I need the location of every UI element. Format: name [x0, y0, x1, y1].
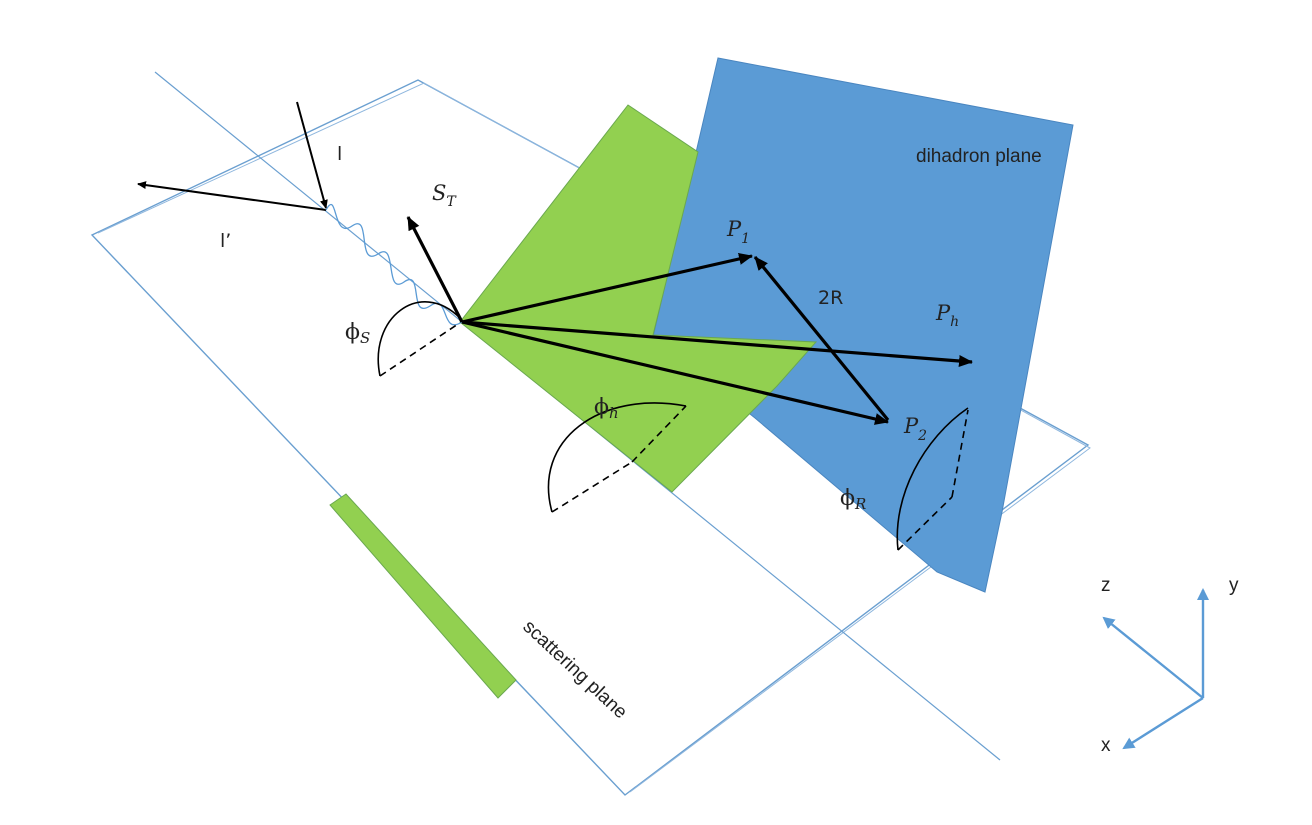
r-vector-arrow: [753, 255, 890, 422]
z-axis-arrow: [1102, 616, 1204, 699]
coordinate-axes: z y x: [1101, 575, 1239, 756]
incoming-lepton-label: l: [337, 143, 342, 165]
y-axis-label: y: [1229, 575, 1239, 596]
phi-h-label: ϕh: [594, 395, 619, 422]
outgoing-lepton-label: l’: [220, 230, 231, 252]
outgoing-lepton-arrow: [137, 181, 327, 211]
green-plane: [459, 104, 818, 493]
x-axis-label: x: [1101, 735, 1111, 756]
z-axis-label: z: [1101, 575, 1111, 596]
two-r-label: 2R: [818, 287, 843, 309]
phi-r-angle: [896, 407, 969, 551]
phi-r-label: ϕR: [840, 486, 866, 513]
spin-vector-arrow: [406, 216, 464, 323]
dihadron-plane-label: dihadron plane: [916, 146, 1042, 167]
ph-label: Ph: [935, 301, 959, 330]
ph-vector-arrow: [461, 320, 973, 367]
incoming-lepton-arrow: [296, 101, 328, 209]
p1-label: P1: [726, 217, 750, 247]
p1-vector-arrow: [461, 253, 753, 324]
p2-vector-arrow: [461, 320, 889, 425]
phi-h-angle: [547, 402, 687, 513]
p2-label: P2: [903, 414, 927, 444]
spin-label: ST: [432, 181, 457, 210]
virtual-photon: [325, 203, 463, 326]
phi-s-angle: [377, 301, 461, 377]
x-axis-arrow: [1122, 696, 1204, 750]
green-plane-edge: [329, 493, 517, 699]
phi-s-label: ϕS: [345, 320, 370, 347]
